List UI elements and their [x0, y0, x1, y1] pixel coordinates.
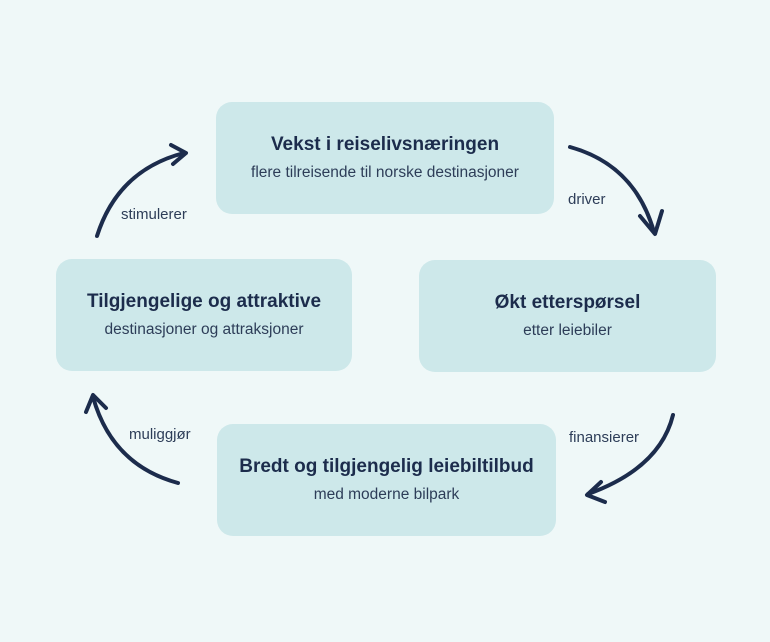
- arrowhead-muliggjor: [84, 393, 108, 414]
- node-attractive-destinations: Tilgjengelige og attraktive destinasjone…: [56, 259, 352, 371]
- node-title: Tilgjengelige og attraktive: [86, 291, 322, 313]
- node-reiseliv-growth: Vekst i reiselivsnæringen flere tilreise…: [216, 102, 554, 214]
- node-rental-offering: Bredt og tilgjengelig leiebiltilbud med …: [217, 424, 556, 536]
- node-subtitle: flere tilreisende til norske destinasjon…: [251, 164, 519, 182]
- edge-label-muliggjor: muliggjør: [129, 426, 191, 443]
- edge-label-driver: driver: [568, 191, 606, 208]
- node-title: Økt etterspørsel: [494, 292, 641, 314]
- node-subtitle: etter leiebiler: [523, 322, 612, 340]
- node-title: Bredt og tilgjengelig leiebiltilbud: [239, 456, 534, 478]
- arrow-driver: [568, 145, 656, 234]
- arrow-finansierer: [586, 413, 675, 496]
- edge-label-finansierer: finansierer: [569, 429, 640, 446]
- node-subtitle: med moderne bilpark: [313, 486, 460, 504]
- arrowhead-finansierer: [585, 480, 607, 504]
- node-subtitle: destinasjoner og attraksjoner: [104, 321, 304, 339]
- edge-label-stimulerer: stimulerer: [121, 206, 187, 223]
- node-increased-demand: Økt etterspørsel etter leiebiler: [419, 260, 716, 372]
- arrow-stimulerer: [95, 151, 186, 238]
- arrowhead-stimulerer: [169, 143, 188, 166]
- node-title: Vekst i reiselivsnæringen: [270, 134, 500, 156]
- arrowhead-driver: [638, 209, 664, 236]
- arrow-muliggjor: [91, 395, 180, 485]
